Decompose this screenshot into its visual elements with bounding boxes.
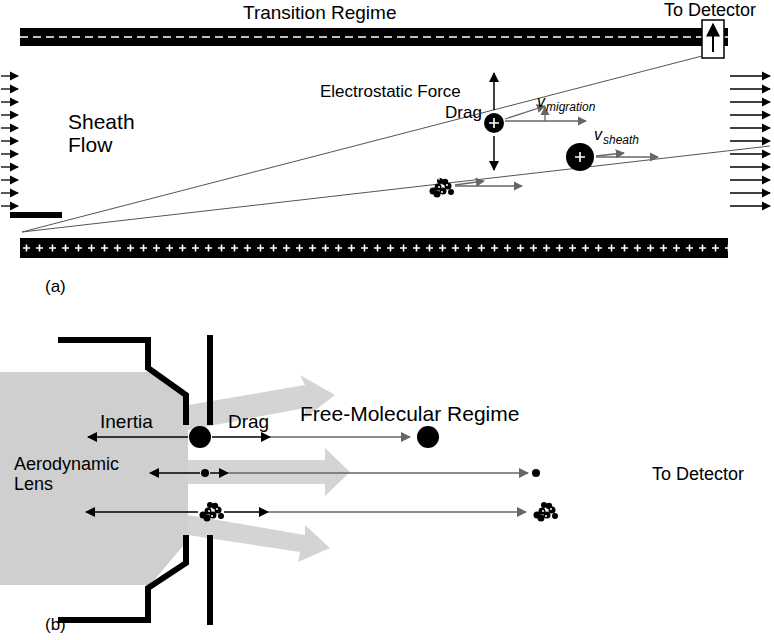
flow-label: Sheath Flow bbox=[68, 110, 143, 156]
velocity-subscript: sheath bbox=[603, 134, 639, 147]
inlet-plate bbox=[10, 212, 62, 218]
velocity-symbol: v bbox=[537, 93, 545, 111]
sheath-flow-arrow bbox=[1, 75, 18, 76]
force-label: Drag bbox=[228, 412, 269, 433]
sheath-flow-arrow bbox=[1, 205, 18, 206]
force-label: Drag bbox=[445, 104, 482, 123]
sheath-flow-arrow bbox=[730, 153, 770, 154]
top-electrode bbox=[20, 28, 728, 46]
sheath-flow-arrow bbox=[730, 166, 770, 167]
force-label: Electrostatic Force bbox=[320, 83, 461, 102]
sheath-flow-arrow bbox=[1, 88, 18, 89]
sheath-flow-arrow bbox=[730, 101, 770, 102]
detector-label: To Detector bbox=[664, 1, 756, 21]
sheath-flow-arrow bbox=[1, 101, 18, 102]
regime-title: Transition Regime bbox=[243, 3, 396, 24]
sheath-flow-arrow bbox=[1, 140, 18, 141]
sheath-flow-arrow bbox=[1, 153, 18, 154]
sheath-flow-arrow bbox=[1, 192, 18, 193]
sheath-flow-arrow bbox=[1, 114, 18, 115]
lens-flow bbox=[0, 372, 188, 585]
lens-wall bbox=[58, 535, 186, 620]
bottom-electrode bbox=[20, 238, 728, 258]
detector-label: To Detector bbox=[652, 465, 744, 485]
panel-label: (b) bbox=[45, 616, 66, 635]
sheath-flow-arrow bbox=[730, 192, 770, 193]
detector-slit bbox=[702, 20, 724, 58]
sheath-flow-arrow bbox=[1, 166, 18, 167]
sheath-flow-arrow bbox=[730, 75, 770, 76]
force-label: Inertia bbox=[100, 412, 153, 433]
regime-title: Free-Molecular Regime bbox=[300, 402, 519, 425]
sheath-flow-arrow bbox=[730, 179, 770, 180]
velocity-subscript: migration bbox=[546, 101, 595, 114]
lens-label: Aerodynamic Lens bbox=[14, 455, 134, 495]
large-particle bbox=[566, 143, 594, 171]
sheath-flow-arrow bbox=[730, 127, 770, 128]
sheath-flow-arrow bbox=[730, 140, 770, 141]
velocity-symbol: v bbox=[594, 126, 602, 144]
sheath-flow-arrow bbox=[730, 205, 770, 206]
charged-particle bbox=[484, 113, 504, 133]
sheath-flow-arrow bbox=[1, 127, 18, 128]
panel-label: (a) bbox=[45, 278, 66, 297]
sheath-flow-arrow bbox=[1, 179, 18, 180]
sheath-flow-arrow bbox=[730, 88, 770, 89]
sheath-flow-arrow bbox=[730, 114, 770, 115]
